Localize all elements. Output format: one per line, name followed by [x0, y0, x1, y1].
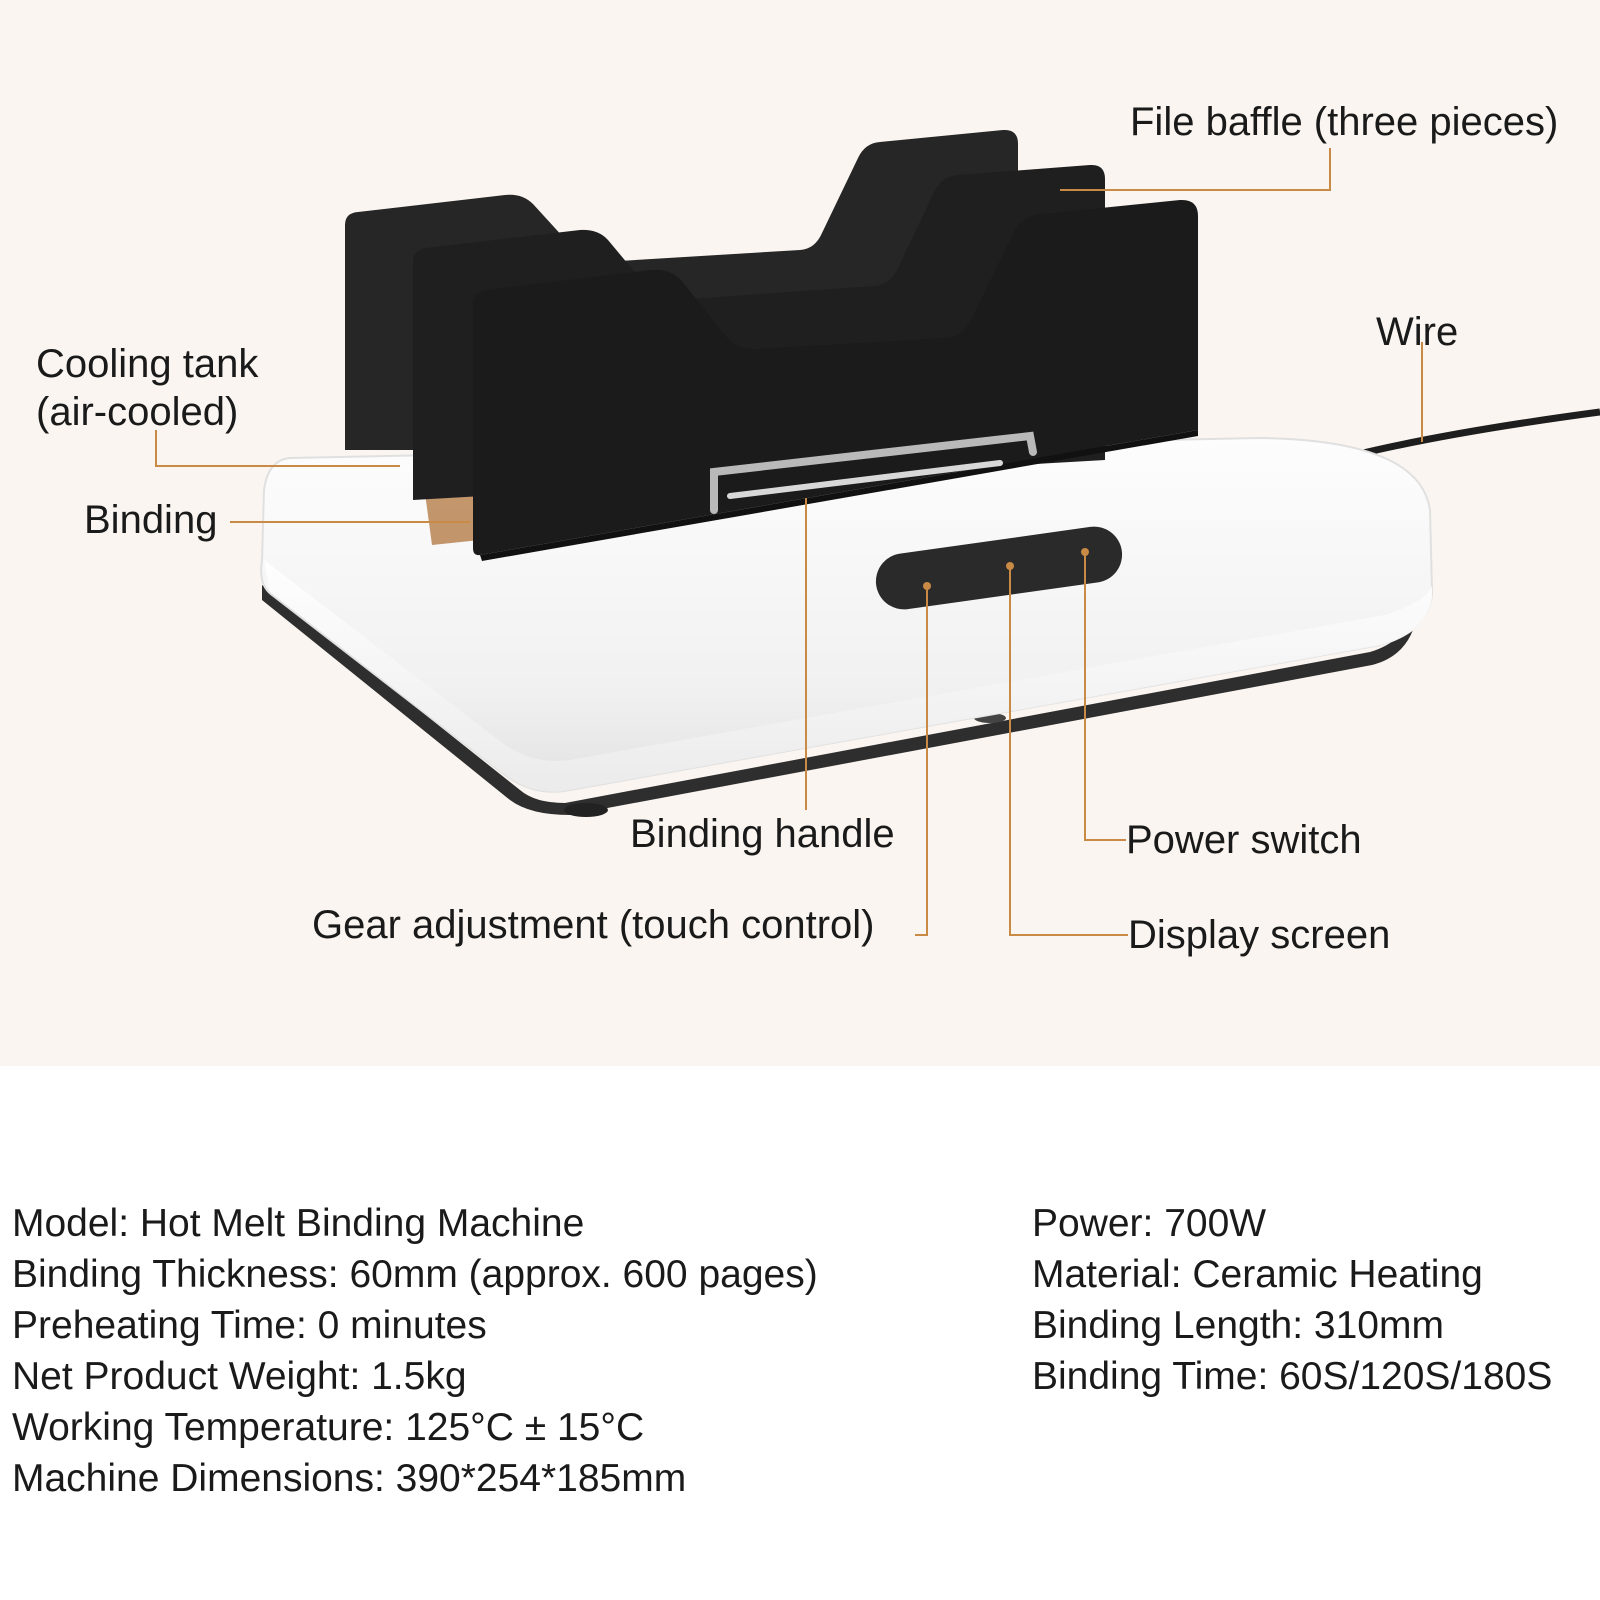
- label-binding: Binding: [84, 498, 218, 542]
- label-power-switch: Power switch: [1126, 818, 1362, 862]
- spec-material: Material: Ceramic Heating: [1032, 1253, 1483, 1296]
- file-baffle-edge: [480, 430, 1198, 561]
- label-wire: Wire: [1376, 310, 1459, 354]
- label-cooling-tank: Cooling tank (air-cooled): [36, 340, 258, 436]
- glue-channel: [425, 490, 480, 545]
- binding-machine-illustration: [155, 129, 1600, 936]
- specs-left-column: Model: Hot Melt Binding Machine Binding …: [12, 1198, 818, 1504]
- leader-gear-adjustment: [915, 586, 928, 936]
- display-screen-panel: [875, 526, 1123, 610]
- spec-binding-time: Binding Time: 60S/120S/180S: [1032, 1355, 1553, 1398]
- spec-machine-dimensions: Machine Dimensions: 390*254*185mm: [12, 1457, 687, 1500]
- leader-display-screen: [1009, 566, 1128, 936]
- machine-foot: [564, 803, 608, 817]
- leader-cooling-tank: [155, 430, 400, 467]
- binding-handle-bar: [727, 460, 1003, 499]
- spec-binding-thickness: Binding Thickness: 60mm (approx. 600 pag…: [12, 1253, 818, 1296]
- machine-base-front: [264, 560, 1432, 792]
- label-gear-adjustment: Gear adjustment (touch control): [312, 903, 875, 947]
- spec-binding-length: Binding Length: 310mm: [1032, 1304, 1444, 1347]
- leader-file-baffle: [1060, 148, 1331, 191]
- file-baffle-front: [473, 199, 1198, 556]
- spec-net-weight: Net Product Weight: 1.5kg: [12, 1355, 467, 1398]
- spec-working-temperature: Working Temperature: 125°C ± 15°C: [12, 1406, 645, 1449]
- label-binding-handle: Binding handle: [630, 812, 895, 856]
- label-file-baffle: File baffle (three pieces): [1130, 100, 1559, 144]
- product-panel: File baffle (three pieces) Wire Cooling …: [0, 0, 1600, 1066]
- spec-preheating-time: Preheating Time: 0 minutes: [12, 1304, 487, 1347]
- label-cooling-tank-line1: Cooling tank: [36, 342, 259, 386]
- binding-handle-bar: [710, 431, 1037, 514]
- specs-right-column: Power: 700W Material: Ceramic Heating Bi…: [1032, 1198, 1552, 1402]
- leader-power-switch: [1084, 552, 1126, 841]
- label-display-screen: Display screen: [1128, 913, 1391, 957]
- power-wire: [1354, 408, 1600, 459]
- label-cooling-tank-line2: (air-cooled): [36, 390, 239, 434]
- spec-model: Model: Hot Melt Binding Machine: [12, 1202, 585, 1245]
- spec-power: Power: 700W: [1032, 1202, 1267, 1245]
